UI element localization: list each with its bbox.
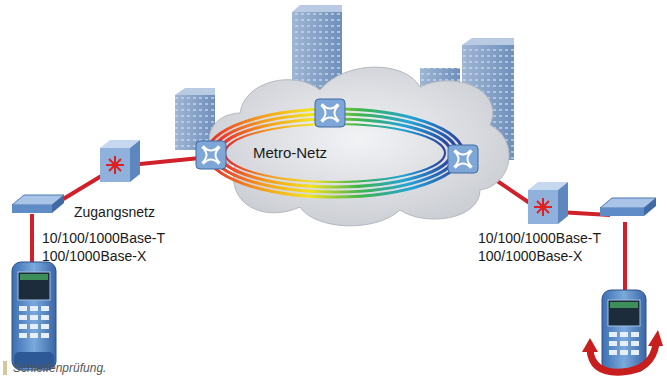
router-icon (315, 99, 345, 127)
interface-label: 10/100/1000Base-T (478, 230, 601, 246)
network-label: Zugangsnetz (74, 204, 155, 220)
loopback-arrow (582, 330, 663, 372)
figure-caption: Schleifenprüfung. (13, 361, 106, 375)
cloud-outline (195, 55, 515, 235)
cloud-label: Metro-Netz (253, 144, 327, 162)
interface-label: 100/1000Base-X (478, 248, 582, 264)
interface-label: 10/100/1000Base-T (42, 230, 165, 246)
router-icon (448, 145, 478, 173)
metro-cloud: Metro-Netz (195, 55, 515, 235)
caption-bar (3, 361, 7, 375)
handheld-tester (12, 262, 56, 370)
handheld-tester (602, 290, 646, 372)
interface-label: 100/1000Base-X (42, 248, 146, 264)
router-icon (196, 141, 226, 169)
